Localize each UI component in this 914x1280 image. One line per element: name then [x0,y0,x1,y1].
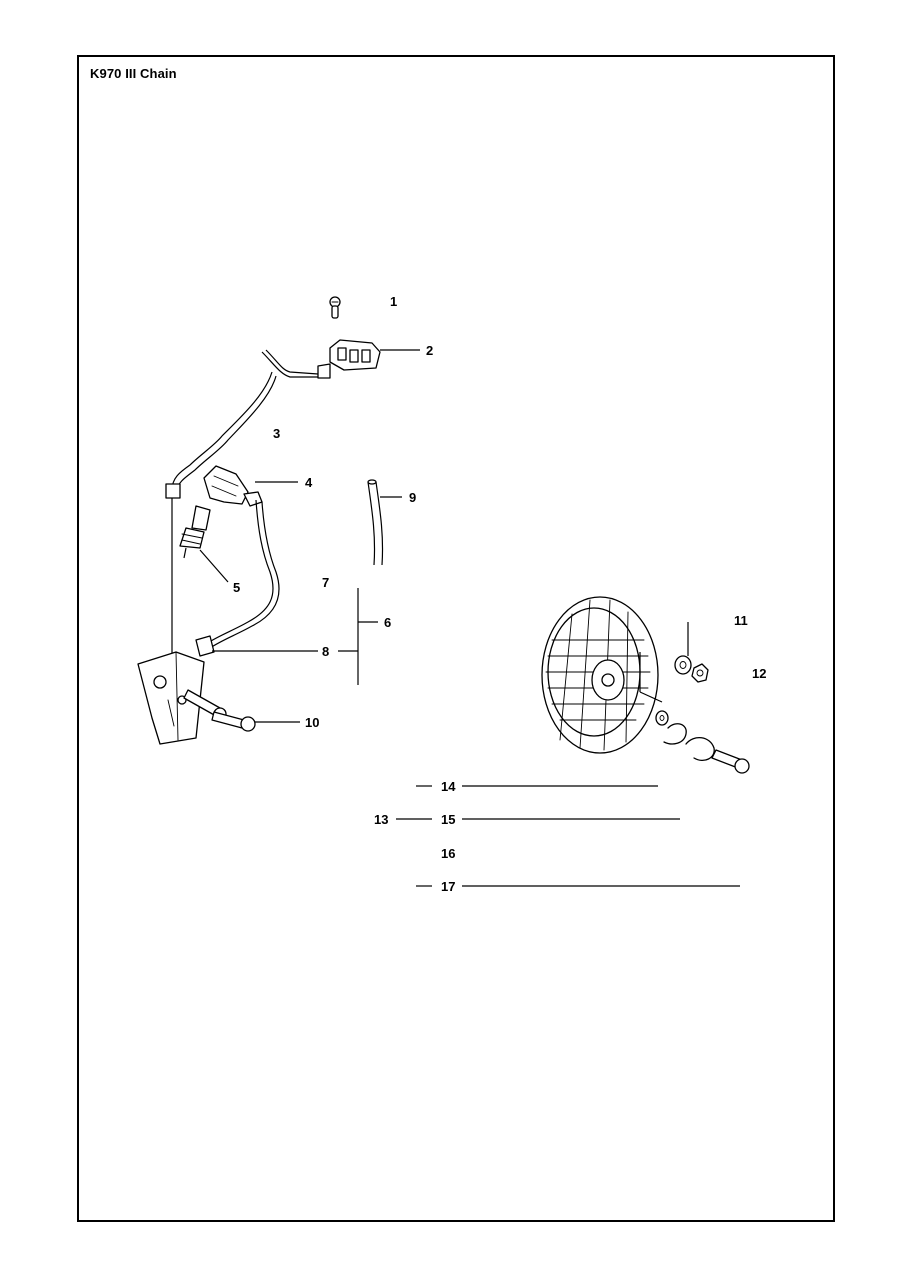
callout-12: 12 [752,666,766,681]
part-screws-10 [183,689,256,732]
part-ignition-lead-8 [195,499,280,657]
part-cable-3 [165,349,319,700]
part-pawl-15 [663,723,687,745]
part-washer-11 [674,655,692,675]
callout-5: 5 [233,580,240,595]
callout-1: 1 [390,294,397,309]
page-title: K970 III Chain [90,66,177,81]
part-screw-17 [711,749,750,774]
callout-10: 10 [305,715,319,730]
callout-2: 2 [426,343,433,358]
part-washer-14 [655,710,669,726]
part-screw-1 [329,296,341,319]
callout-14: 14 [441,779,456,794]
part-ignition-module [137,651,205,745]
part-spring-16 [685,737,715,762]
callout-11: 11 [734,613,748,628]
page-frame [77,55,835,1222]
callout-3: 3 [273,426,280,441]
part-nut-12 [691,663,709,683]
callout-6: 6 [384,615,391,630]
callout-7: 7 [322,575,329,590]
part-hose-9 [367,479,384,566]
part-spark-plug-cap-4 [203,465,263,507]
callout-13: 13 [374,812,388,827]
part-spark-plug-5 [179,505,211,559]
leader-lines [199,349,740,887]
callout-9: 9 [409,490,416,505]
callout-4: 4 [305,475,313,490]
callout-8: 8 [322,644,329,659]
callout-labels: 1 2 3 4 5 6 7 8 9 10 11 12 13 14 15 16 1… [233,294,766,894]
callout-16: 16 [441,846,455,861]
part-flywheel [541,596,659,754]
part-stop-switch-2 [317,339,381,379]
callout-17: 17 [441,879,455,894]
callout-15: 15 [441,812,455,827]
